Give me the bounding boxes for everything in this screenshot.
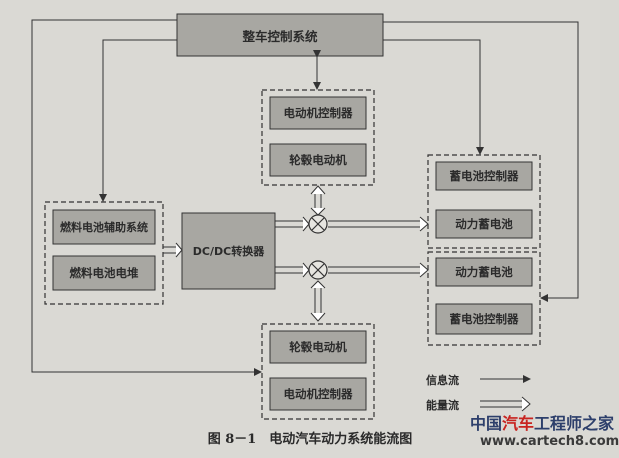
legend-graphics: [480, 375, 531, 412]
group-top-motor: [261, 89, 375, 186]
dashed-group-frames: [44, 89, 541, 420]
junctions: [308, 214, 328, 280]
box-motor-controller-top: [269, 96, 367, 130]
box-battery-controller-bottom: [435, 303, 533, 335]
watermark-url: www.cartech8.com: [480, 434, 619, 449]
legend-energy-arrow: [480, 396, 531, 412]
energy-arrow-junction-battery-bottom: [328, 262, 429, 278]
info-flow-lines: [31, 19, 579, 376]
label-fuel-cell-stack: 燃料电池电堆: [69, 266, 139, 280]
energy-arrow-fuelcell-dcdc: [163, 242, 183, 258]
info-link-controller-motor-bottom: [31, 19, 262, 376]
watermark-site-name: 中国汽车工程师之家: [470, 414, 615, 433]
energy-arrow-junction-battery-top: [328, 216, 429, 232]
legend-info-flow-label: 信息流: [426, 374, 459, 387]
component-boxes: [52, 13, 533, 411]
legend-energy-flow-label: 能量流: [426, 399, 459, 412]
box-dcdc: [181, 212, 276, 290]
box-fuel-cell-stack: [52, 255, 156, 291]
box-motor-controller-bottom: [269, 377, 367, 411]
energy-flow-arrows: [163, 185, 429, 322]
label-battery-controller-bottom: 蓄电池控制器: [449, 312, 519, 326]
label-battery-controller-top: 蓄电池控制器: [449, 169, 519, 183]
energy-arrow-junction-motor-top: [310, 185, 326, 216]
box-power-battery-bottom: [435, 257, 533, 287]
figure-caption: 图 8－1 电动汽车动力系统能流图: [207, 432, 413, 447]
diagram-canvas: [31, 13, 579, 420]
label-motor-controller-top: 电动机控制器: [283, 106, 353, 120]
label-vehicle-controller: 整车控制系统: [242, 28, 318, 44]
box-hub-motor-bottom: [269, 330, 367, 364]
label-hub-motor-bottom: 轮毂电动机: [289, 340, 347, 354]
label-motor-controller-bottom: 电动机控制器: [283, 387, 353, 401]
energy-arrow-dcdc-junction-top: [275, 216, 310, 232]
label-power-battery-bottom: 动力蓄电池: [455, 265, 513, 279]
label-hub-motor-top: 轮毂电动机: [289, 153, 347, 167]
group-top-battery: [427, 154, 541, 249]
info-link-controller-fuelcell: [99, 39, 177, 202]
junction-bottom: [308, 260, 328, 280]
energy-flow-diagram: 整车控制系统 电动机控制器 轮毂电动机 蓄电池控制器 动力蓄电池 燃料电池辅助系…: [31, 13, 619, 449]
info-link-controller-battery-top: [383, 39, 484, 155]
info-link-controller-battery-bottom: [383, 21, 579, 302]
energy-arrow-junction-motor-bottom: [310, 280, 326, 322]
label-fuel-cell-aux: 燃料电池辅助系统: [60, 221, 148, 234]
box-fuel-cell-aux: [52, 209, 156, 245]
box-hub-motor-top: [269, 143, 367, 177]
label-dcdc: DC/DC转换器: [192, 245, 265, 258]
group-bottom-motor: [261, 323, 375, 420]
energy-arrow-dcdc-junction-bottom: [275, 262, 310, 278]
junction-top: [308, 214, 328, 234]
box-vehicle-controller: [176, 13, 384, 57]
label-power-battery-top: 动力蓄电池: [455, 217, 513, 231]
group-bottom-battery: [427, 251, 541, 346]
box-battery-controller-top: [435, 161, 533, 191]
box-power-battery-top: [435, 209, 533, 239]
